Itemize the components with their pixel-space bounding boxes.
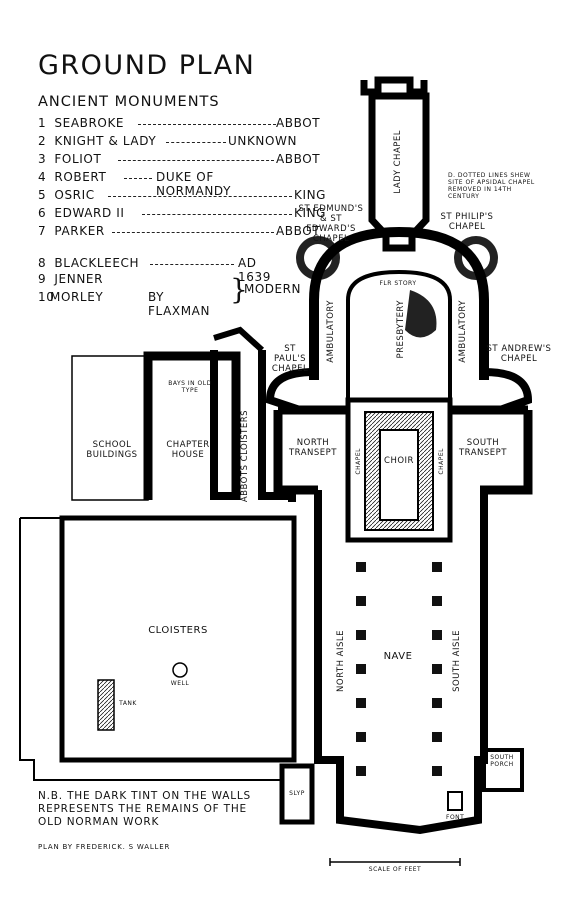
bays-note: BAYS IN OLD TYPE xyxy=(168,380,212,394)
ambulatory-south-label: AMBULATORY xyxy=(458,300,468,363)
chapter-house-walls xyxy=(143,351,241,500)
monument-item: 9 JENNER xyxy=(38,272,104,286)
well-label: WELL xyxy=(170,680,190,687)
abbots-cloisters-walls xyxy=(210,350,296,502)
plan-credit: PLAN BY FREDERICK. S WALLER xyxy=(38,843,171,851)
south-porch-walls xyxy=(482,748,524,792)
scale-bar xyxy=(329,858,461,866)
school-buildings-outline xyxy=(71,355,149,501)
norman-work-note: N.B. THE DARK TINT ON THE WALLS REPRESEN… xyxy=(38,790,251,828)
ambulatory-north-label: AMBULATORY xyxy=(326,300,336,363)
south-aisle-label: SOUTH AISLE xyxy=(452,630,462,692)
tank-symbol xyxy=(97,679,115,731)
presbytery-label: PRESBYTERY xyxy=(396,300,406,359)
cloisters-walls xyxy=(59,515,297,763)
north-aisle-label: NORTH AISLE xyxy=(336,630,346,692)
south-porch-label: SOUTH PORCH xyxy=(490,754,514,768)
north-transept-label: NORTH TRANSEPT xyxy=(288,438,337,458)
south-transept-label: SOUTH TRANSEPT xyxy=(458,438,507,458)
school-buildings-label: SCHOOL BUILDINGS xyxy=(86,440,138,460)
font-label: FONT xyxy=(446,814,465,821)
lady-chapel-label: LADY CHAPEL xyxy=(393,130,403,194)
st-andrews-chapel-label: ST ANDREW'S CHAPEL xyxy=(486,344,552,364)
slyp-walls xyxy=(279,763,315,825)
flr-story-label: FLR STORY xyxy=(379,280,417,287)
slyp-label: SLYP xyxy=(289,790,305,797)
presbytery-walls xyxy=(309,226,489,380)
well-symbol xyxy=(172,662,188,678)
cloisters-label: CLOISTERS xyxy=(148,625,208,636)
dark-tint-patch xyxy=(405,290,437,338)
st-philips-chapel-label: ST PHILIP'S CHAPEL xyxy=(440,212,494,232)
transept-walls xyxy=(273,405,533,495)
lady-chapel-outline xyxy=(360,76,430,252)
dotted-lines-note: D. DOTTED LINES SHEW SITE OF APSIDAL CHA… xyxy=(448,172,535,200)
font-basin xyxy=(447,791,463,811)
nave-label: NAVE xyxy=(383,651,413,662)
modern-label: MODERN xyxy=(244,282,301,296)
abbots-cloisters-label: ABBOTS CLOISTERS xyxy=(240,410,250,503)
page-title: GROUND PLAN xyxy=(38,50,256,81)
st-pauls-chapel-label: ST PAUL'S CHAPEL xyxy=(271,344,309,374)
monuments-heading: ANCIENT MONUMENTS xyxy=(38,94,220,110)
st-edmunds-chapel-label: ST EDMUND'S & ST EDWARD'S CHAPEL xyxy=(298,204,364,244)
nave-piers xyxy=(356,562,442,776)
modern-brace: } xyxy=(230,273,248,306)
scale-label: SCALE OF FEET xyxy=(368,866,422,873)
chapter-house-label: CHAPTER HOUSE xyxy=(166,440,210,460)
choir-label: CHOIR xyxy=(384,456,414,466)
chapel-north-label: CHAPEL xyxy=(355,448,362,475)
tank-label: TANK xyxy=(119,700,137,707)
chapel-south-label: CHAPEL xyxy=(438,448,445,475)
